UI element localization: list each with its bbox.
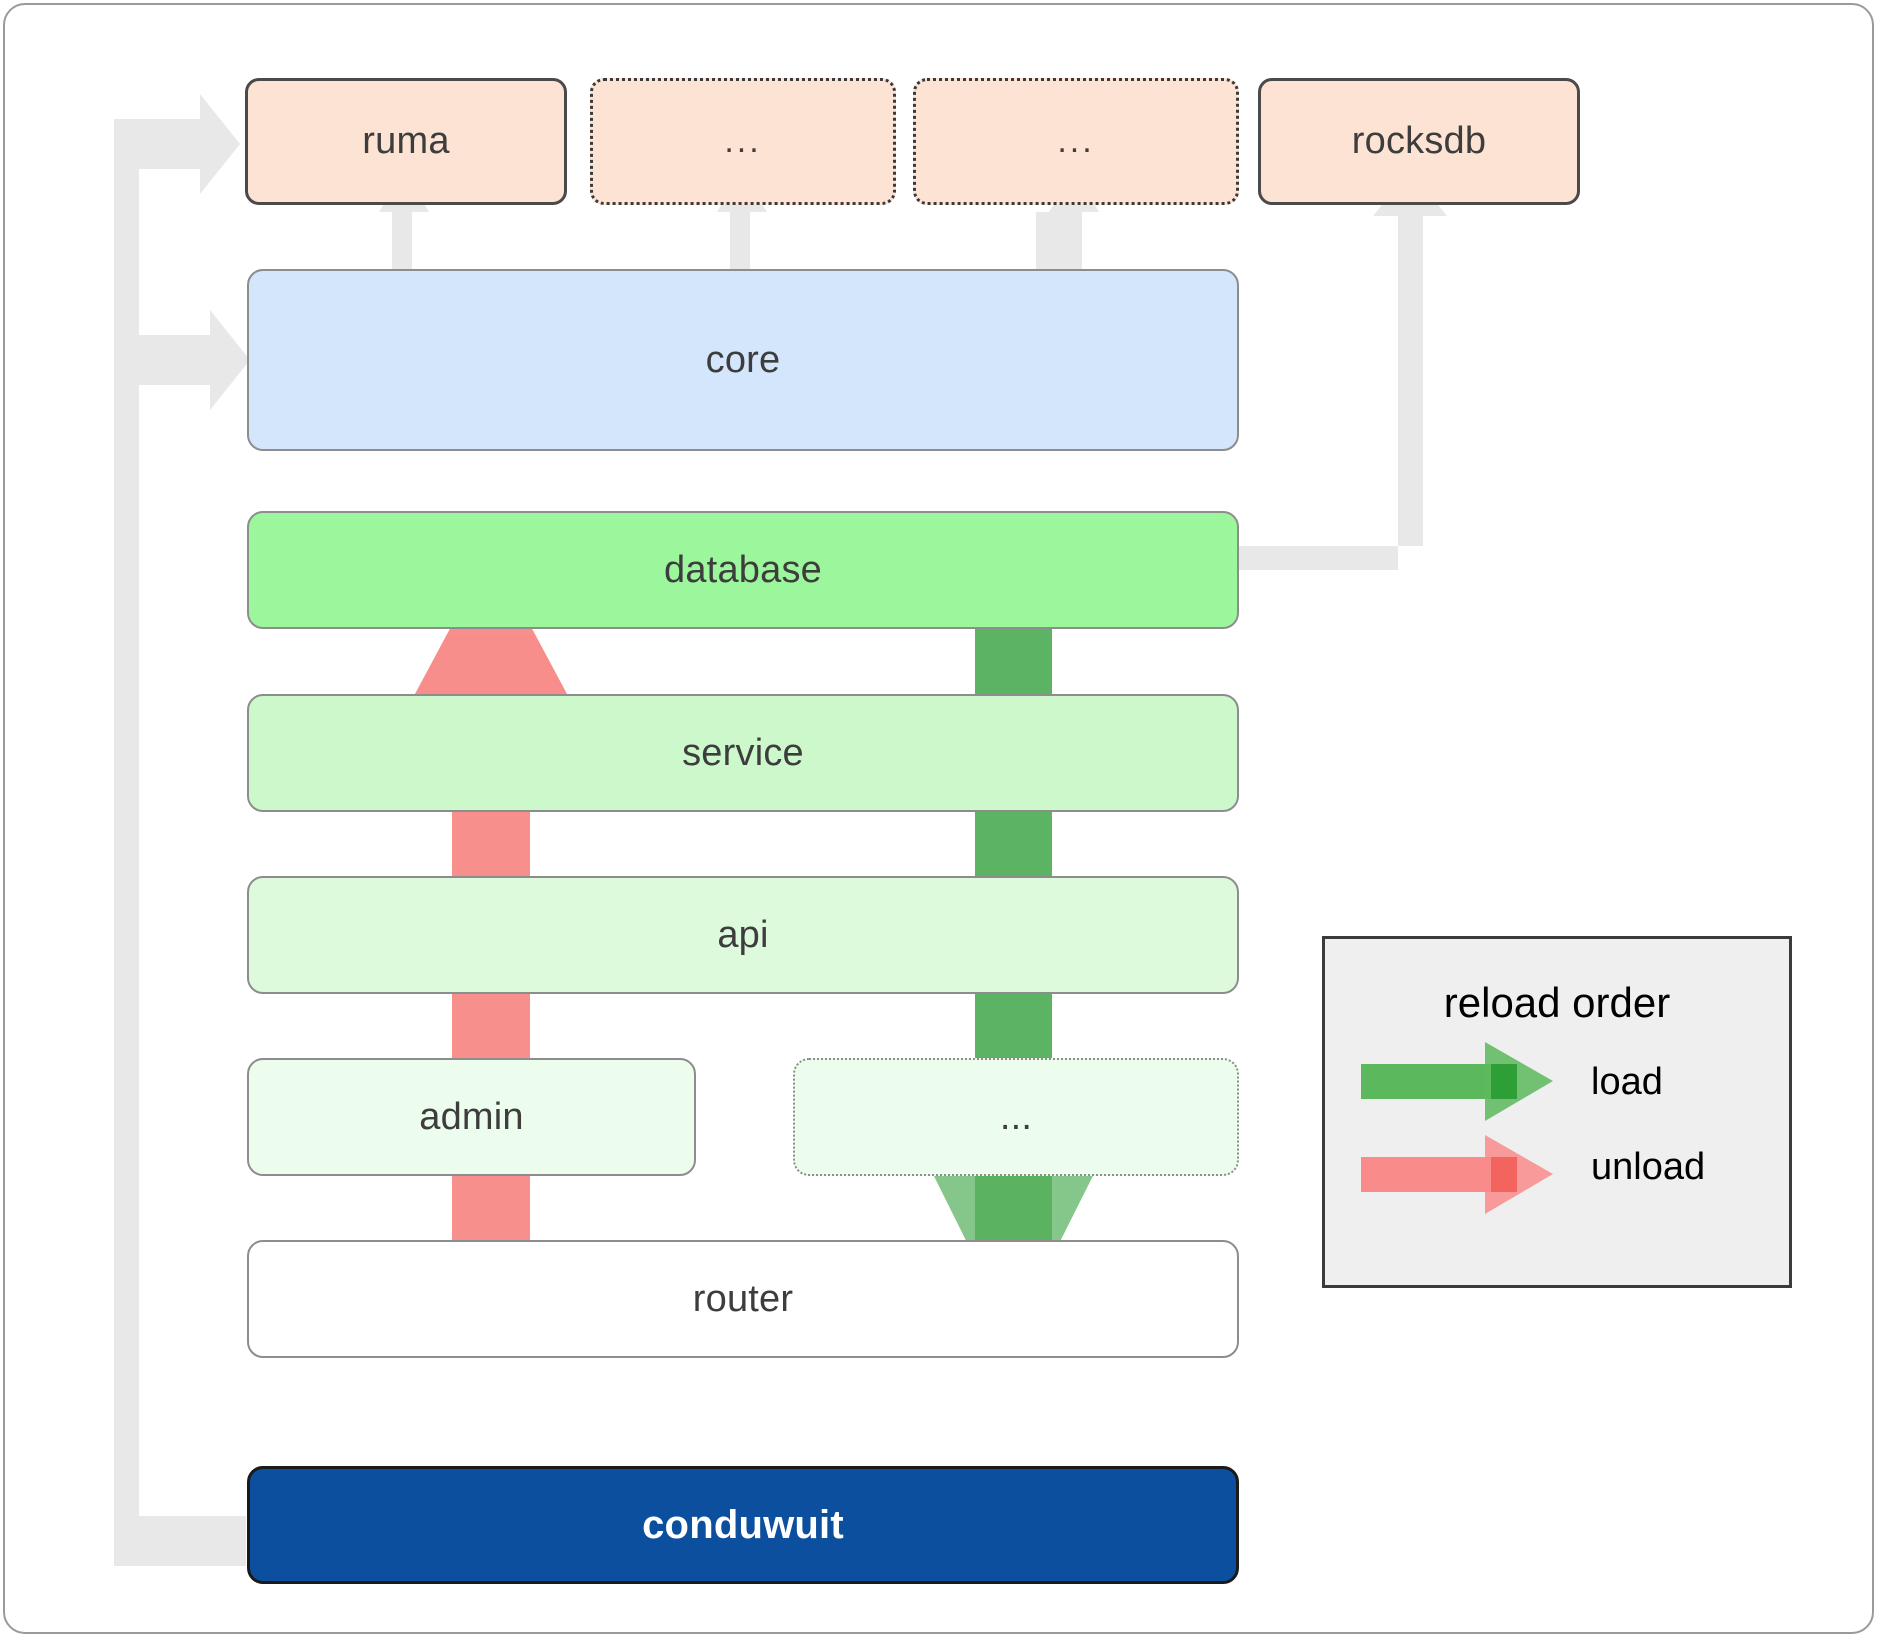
core-box[interactable]: core [247,269,1239,451]
crate-box-api[interactable]: api [247,876,1239,994]
crate-box-admin[interactable]: admin [247,1058,696,1176]
legend-arrow-load [1361,1042,1553,1121]
dependency-label: rocksdb [1351,120,1487,162]
binary-box-conduwuit[interactable]: conduwuit [247,1466,1239,1584]
legend-title: reload order [1443,979,1671,1026]
crate-label: ... [999,1095,1033,1138]
dependency-box-more-2[interactable]: ... [913,78,1239,205]
dependency-label: ruma [362,120,450,162]
crate-box-router[interactable]: router [247,1240,1239,1358]
connector-conduwuit-to-deps [114,94,250,1566]
legend-label-load: load [1591,1061,1663,1103]
crate-label: admin [419,1095,524,1138]
legend-arrow-layer [1361,1042,1553,1214]
legend-panel: reload order load unload [1322,936,1792,1288]
crate-label: service [682,731,804,774]
legend-label-unload: unload [1591,1146,1706,1188]
crate-box-service[interactable]: service [247,694,1239,812]
dependency-box-rocksdb[interactable]: rocksdb [1258,78,1580,205]
dependency-label: ... [1057,122,1095,161]
crate-label: api [717,913,769,956]
legend-arrow-unload [1361,1135,1553,1214]
crate-box-database[interactable]: database [247,511,1239,629]
crate-label: router [692,1277,794,1320]
dependency-box-ruma[interactable]: ruma [245,78,567,205]
dependency-label: ... [724,122,762,161]
core-label: core [705,338,781,381]
crate-box-more[interactable]: ... [793,1058,1239,1176]
crate-label: database [664,548,822,591]
binary-label: conduwuit [642,1502,844,1547]
dependency-box-more-1[interactable]: ... [590,78,896,205]
